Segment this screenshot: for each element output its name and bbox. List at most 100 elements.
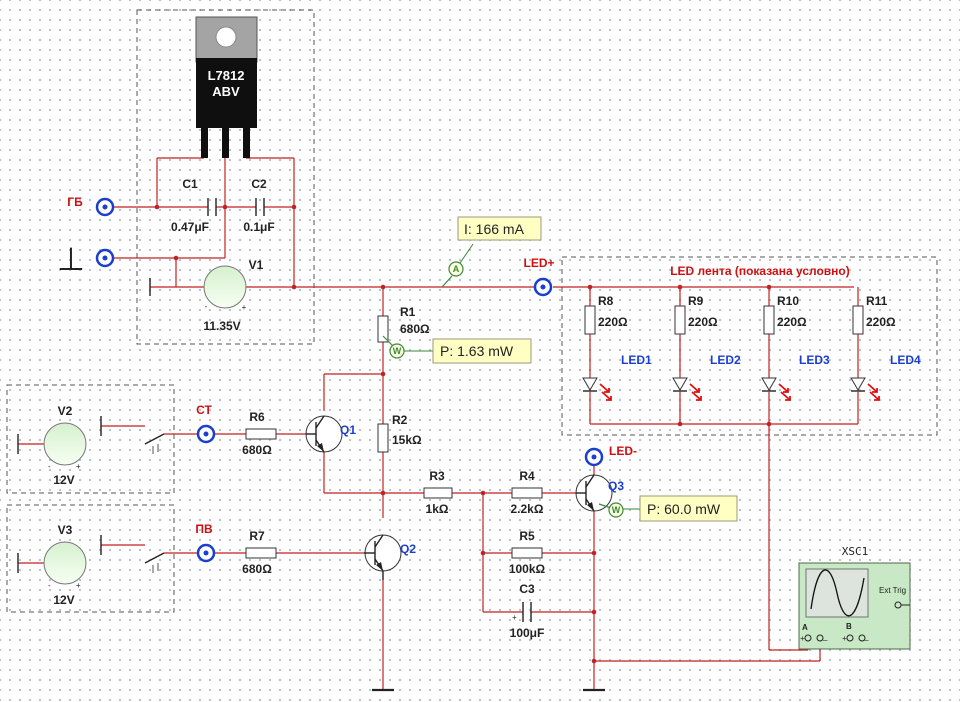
resistor-r1[interactable]: R1 680Ω	[377, 305, 430, 343]
led-1[interactable]: LED1	[582, 353, 652, 401]
channel-a-label: A	[802, 623, 808, 632]
v3-ref: V3	[58, 523, 73, 537]
led-strip-label: LED лента (показана условно)	[670, 264, 850, 278]
power-probe-q3[interactable]: W P: 60.0 mW	[598, 495, 738, 522]
led-3-label: LED3	[799, 353, 830, 367]
ground-icon: ⊥	[57, 240, 85, 278]
r1-value: 680Ω	[400, 322, 430, 336]
r10-value: 220Ω	[777, 315, 807, 329]
regulator-group-box	[136, 9, 315, 345]
svg-text:-: -	[48, 462, 51, 471]
port-ct[interactable]: СТ	[196, 403, 216, 444]
oscilloscope-ext-trig: Ext Trig	[879, 586, 906, 595]
led-2-label: LED2	[710, 353, 741, 367]
r2-ref: R2	[392, 413, 408, 427]
channel-a-plus: +	[800, 634, 805, 643]
port-led-minus[interactable]: LED-	[584, 444, 637, 467]
led-4[interactable]: LED4	[850, 353, 921, 401]
q2-ref: Q2	[400, 542, 416, 556]
channel-b-plus: +	[842, 634, 847, 643]
r10-ref: R10	[777, 294, 799, 308]
junction-dots	[154, 204, 772, 664]
source-v2[interactable]: - + V2 12V	[17, 404, 102, 487]
q1-ref: Q1	[340, 423, 356, 437]
resistor-r11[interactable]: R11 220Ω	[852, 294, 896, 335]
c1-value: 0.47μF	[171, 220, 209, 234]
r6-value: 680Ω	[242, 443, 272, 457]
c1-ref: C1	[182, 177, 198, 191]
r1-ref: R1	[400, 305, 416, 319]
capacitor-c2[interactable]: C2 0.1μF	[243, 177, 274, 234]
transistor-q3[interactable]: Q3	[575, 474, 624, 512]
v2-ref: V2	[58, 404, 73, 418]
r7-ref: R7	[249, 529, 265, 543]
source-v1[interactable]: - + V1 11.35V	[149, 258, 264, 333]
led-2[interactable]: LED2	[672, 353, 741, 401]
v3-group-box	[6, 504, 175, 613]
transistor-q1[interactable]: Q1	[305, 415, 356, 453]
r3-value: 1kΩ	[426, 502, 449, 516]
capacitor-c3[interactable]: + C3 100μF	[510, 582, 545, 640]
port-ct-label: СТ	[196, 403, 212, 417]
resistor-r8[interactable]: R8 220Ω	[584, 294, 628, 335]
wattmeter-icon: W	[393, 346, 402, 356]
source-v3[interactable]: - + V3 12V	[17, 523, 102, 607]
port-ground[interactable]: ⊥	[57, 240, 115, 278]
v1-value: 11.35V	[203, 319, 240, 333]
r11-ref: R11	[866, 294, 888, 308]
resistor-r4[interactable]: R4 2.2kΩ	[511, 469, 544, 516]
port-pv[interactable]: ПВ	[195, 522, 216, 563]
svg-text:+: +	[512, 613, 517, 622]
svg-text:+: +	[76, 581, 81, 590]
r8-value: 220Ω	[598, 315, 628, 329]
c2-value: 0.1μF	[243, 220, 274, 234]
wires	[18, 157, 859, 690]
transistor-q2[interactable]: Q2	[364, 534, 416, 580]
regulator-name: L7812	[208, 68, 245, 83]
r8-ref: R8	[598, 294, 614, 308]
c3-ref: C3	[519, 582, 535, 596]
oscilloscope-ref: XSC1	[842, 545, 869, 558]
resistor-r3[interactable]: R3 1kΩ	[423, 469, 453, 516]
resistor-r10[interactable]: R10 220Ω	[763, 294, 807, 335]
q3-ref: Q3	[608, 479, 624, 493]
power-probe-q3-value: P: 60.0 mW	[647, 501, 721, 517]
v3-value: 12V	[53, 593, 74, 607]
c3-value: 100μF	[510, 626, 545, 640]
switch-v3[interactable]	[144, 552, 165, 573]
led-1-label: LED1	[621, 353, 652, 367]
port-gb-label: ГБ	[67, 195, 83, 209]
port-led-plus-label: LED+	[523, 256, 554, 270]
regulator-suffix: ABV	[212, 84, 240, 99]
r11-value: 220Ω	[866, 315, 896, 329]
resistor-r6[interactable]: R6 680Ω	[242, 410, 277, 457]
v2-value: 12V	[53, 473, 74, 487]
r2-value: 15kΩ	[392, 433, 422, 447]
current-probe[interactable]: A I: 166 mA	[441, 216, 542, 288]
svg-text:+: +	[76, 462, 81, 471]
resistor-r9[interactable]: R9 220Ω	[674, 294, 718, 335]
channel-b-label: B	[846, 622, 852, 631]
svg-text:-: -	[205, 302, 208, 311]
port-gb[interactable]: ГБ	[67, 195, 115, 217]
r4-value: 2.2kΩ	[511, 502, 544, 516]
switch-v2[interactable]	[144, 433, 165, 454]
resistor-r5[interactable]: R5 100kΩ	[509, 529, 546, 576]
led-3[interactable]: LED3	[761, 353, 830, 401]
port-led-plus[interactable]: LED+	[523, 256, 555, 297]
resistor-r7[interactable]: R7 680Ω	[242, 529, 277, 576]
voltage-regulator[interactable]: L7812 ABV	[195, 16, 258, 158]
r6-ref: R6	[249, 410, 265, 424]
resistor-r2[interactable]: R2 15kΩ	[377, 413, 422, 453]
wattmeter-q3-icon: W	[612, 505, 621, 515]
capacitor-c1[interactable]: C1 0.47μF	[171, 177, 217, 234]
power-probe-r1[interactable]: W P: 1.63 mW	[382, 335, 532, 364]
r5-ref: R5	[519, 529, 535, 543]
power-probe-r1-value: P: 1.63 mW	[440, 343, 514, 359]
oscilloscope-xsc1[interactable]: XSC1 Ext Trig A B + _ + _	[798, 545, 911, 650]
channel-a-minus: _	[822, 632, 828, 641]
v2-group-box	[6, 384, 175, 494]
r9-ref: R9	[688, 294, 704, 308]
